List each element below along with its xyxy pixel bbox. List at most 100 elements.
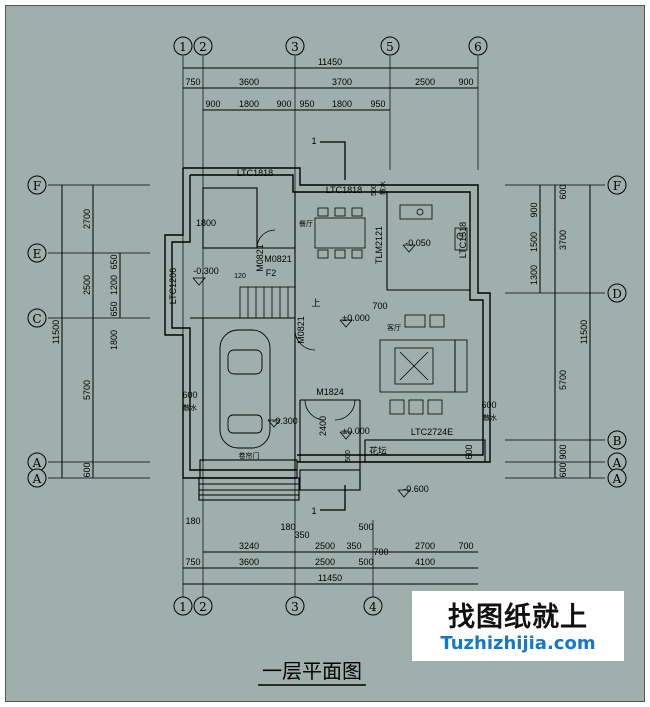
dim-right-inner-3: 1300 — [529, 265, 539, 285]
axis-markers-left: F E C A A — [27, 175, 47, 488]
kitchen-fixtures — [399, 204, 468, 251]
watermark-logo: 找图纸就上 Tuzhizhijia.com — [412, 591, 624, 661]
label-f2: F2 — [266, 268, 277, 278]
label-sanshui-c: 散水 — [378, 181, 387, 195]
drawing-title: 一层平面图 — [262, 659, 362, 683]
label-ltc1818-a: LTC1818 — [237, 168, 273, 178]
level-000-a: ±0.000 — [342, 313, 369, 323]
level-m600: -0.600 — [403, 484, 429, 494]
staircase — [239, 286, 296, 319]
dim-bot-r2-0: 3240 — [239, 541, 259, 551]
section-line — [320, 141, 346, 511]
dim-left-inner-1: 1200 — [109, 275, 119, 295]
dim-right-mid-2: 900 — [558, 444, 568, 459]
dim-room-1800: 1800 — [196, 218, 216, 228]
axis-left-C: C — [32, 312, 41, 326]
axis-bottom-1: 1 — [179, 600, 187, 614]
label-m1824: M1824 — [316, 387, 344, 397]
dim-120: 120 — [234, 273, 246, 280]
dim-bot-r1-0: 180 — [185, 516, 200, 526]
axis-markers-top: 1 2 3 5 6 — [173, 36, 488, 56]
dim-bot-total: 11450 — [318, 573, 342, 583]
dim-right-mid-3: 600 — [558, 462, 568, 477]
dim-bot-r3-3: 500 — [358, 557, 373, 567]
dim-600-a: 600 — [182, 390, 197, 400]
dim-2400: 2400 — [318, 416, 328, 436]
axis-right-A: A — [612, 456, 622, 470]
axis-right-B: B — [613, 434, 622, 448]
label-roller-door: 卷帘门 — [239, 451, 260, 460]
dim-bot-r3-1: 3600 — [239, 557, 259, 567]
dim-top-r1-4: 900 — [458, 77, 473, 87]
dim-left-inner-0: 650 — [109, 254, 119, 269]
label-living-room: 客厅 — [387, 323, 401, 332]
label-ltc2724e: LTC2724E — [411, 427, 453, 437]
dim-top-r2-0: 900 — [205, 99, 220, 109]
label-dining-room: 餐厅 — [299, 219, 313, 228]
dim-right-mid-0: 3700 — [558, 230, 568, 250]
level-markers — [192, 244, 416, 498]
label-m0821b: M0821 — [264, 254, 292, 264]
axis-left-E: E — [33, 247, 42, 261]
axis-right-D: D — [612, 287, 622, 301]
dim-500-b: 500 — [345, 450, 352, 462]
dim-bot-r3-4: 4100 — [415, 557, 435, 567]
dining-table — [314, 207, 366, 259]
dim-right-inner-0: 600 — [558, 184, 568, 199]
dim-bot-r2-4: 700 — [458, 541, 473, 551]
label-sanshui-a: 散水 — [183, 403, 197, 412]
axis-bottom-3: 3 — [291, 600, 299, 614]
dim-top-r2-1: 1800 — [239, 99, 259, 109]
axis-top-6: 6 — [474, 40, 482, 54]
dim-bot-r2-3: 2700 — [415, 541, 435, 551]
dim-bot-r1-3: 500 — [358, 522, 373, 532]
car-outline — [219, 329, 271, 449]
label-m0821: M0821 — [255, 244, 265, 272]
dim-left-mid-2: 1800 — [109, 330, 119, 350]
dim-bot-r3-2: 2500 — [315, 557, 335, 567]
axis-right-F: F — [613, 179, 621, 193]
axis-left-F: F — [33, 179, 41, 193]
dim-left-mid-3: 5700 — [82, 380, 92, 400]
label-ltc1518: LTC1518 — [458, 222, 468, 258]
level-000-b: ±0.000 — [342, 426, 369, 436]
dim-left-mid-1: 2500 — [82, 275, 92, 295]
level-m300-a: -0.300 — [193, 266, 219, 276]
logo-chinese-text: 找图纸就上 — [448, 602, 588, 633]
dim-bot-r2-1: 2500 — [315, 541, 335, 551]
label-up: 上 — [311, 298, 320, 308]
label-ltc1206: LTC1206 — [168, 268, 178, 304]
dim-bot-r1-1: 180 — [280, 522, 295, 532]
axis-top-1: 1 — [179, 40, 187, 54]
dim-top-r2-5: 950 — [370, 99, 385, 109]
axis-right-A2: A — [612, 472, 622, 486]
door-swings — [256, 229, 356, 421]
interior-walls — [190, 187, 486, 501]
dim-600-c: 600 — [464, 444, 474, 459]
label-m0921: M0821 — [296, 316, 306, 344]
dim-bot-r2-2: 350 — [346, 541, 361, 551]
label-sanshui-b: 散水 — [483, 413, 497, 422]
dim-500-a: 500 — [371, 184, 378, 196]
dim-left-outer: 11500 — [51, 320, 61, 344]
dim-top-r2-2: 900 — [276, 99, 291, 109]
dim-top-total: 11450 — [318, 57, 342, 67]
label-tlm2121: TLM2121 — [374, 226, 384, 264]
axis-top-2: 2 — [199, 40, 207, 54]
label-ltc1818-b: LTC1818 — [326, 185, 362, 195]
section-label-top: 1 — [311, 136, 316, 146]
axis-left-A: A — [32, 456, 42, 470]
dim-top-r1-1: 3600 — [239, 77, 259, 87]
drawing-sheet — [5, 5, 645, 702]
dim-right-mid-1: 5700 — [558, 370, 568, 390]
section-label-bottom: 1 — [311, 506, 316, 516]
axis-left-A2: A — [32, 472, 42, 486]
axis-markers-bottom: 1 2 3 4 — [173, 596, 383, 616]
axis-bottom-2: 2 — [199, 600, 207, 614]
dim-left-mid-0: 2700 — [82, 209, 92, 229]
living-room-sofa — [379, 314, 468, 415]
dim-bot-extra-700: 700 — [373, 547, 388, 557]
dim-top-r1-3: 2500 — [415, 77, 435, 87]
